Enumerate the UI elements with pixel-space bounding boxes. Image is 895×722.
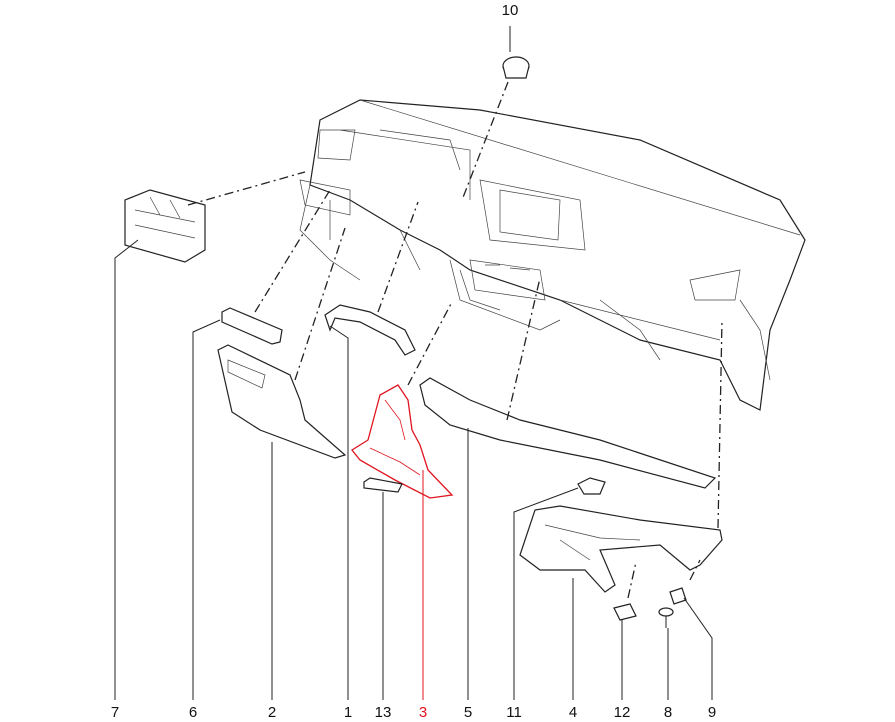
part-3-highlighted-panel	[351, 384, 454, 499]
part-4-side-trim	[519, 505, 723, 593]
callout-4: 4	[568, 704, 578, 721]
part-2-lower-panel	[217, 344, 347, 459]
part-5-long-trim	[419, 377, 717, 489]
part-9-nut	[669, 587, 687, 605]
part-13-pad	[363, 477, 403, 493]
callout-5: 5	[463, 704, 473, 721]
part-6-trim-strip	[221, 307, 283, 345]
callout-1: 1	[343, 704, 353, 721]
callout-2: 2	[267, 704, 277, 721]
callout-3-highlighted: 3	[418, 704, 428, 721]
part-8-screw	[658, 607, 674, 628]
assembly-arrows	[187, 81, 723, 599]
part-1-bracket	[324, 304, 416, 356]
part-11-clip	[577, 477, 606, 495]
callout-7: 7	[110, 704, 120, 721]
instrument-panel-assembly	[299, 99, 806, 411]
part-10-clip	[502, 56, 530, 79]
callout-8: 8	[663, 704, 673, 721]
callout-11: 11	[506, 704, 522, 721]
part-7-switch-panel	[124, 189, 206, 263]
callout-12: 12	[613, 704, 631, 721]
callout-10: 10	[501, 2, 519, 19]
leader-lines	[114, 26, 713, 700]
callout-6: 6	[188, 704, 198, 721]
part-12-clip	[613, 603, 637, 621]
callout-13: 13	[374, 704, 392, 721]
callout-9: 9	[707, 704, 717, 721]
